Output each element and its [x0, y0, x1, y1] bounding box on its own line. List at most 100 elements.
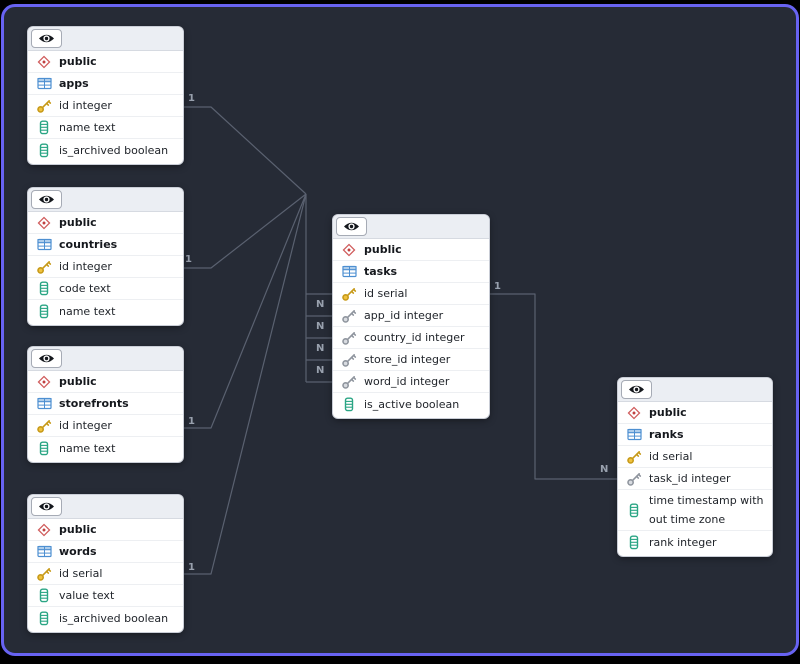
- table-header[interactable]: [333, 215, 489, 239]
- table-card-countries[interactable]: public countries id integer code text name t…: [28, 188, 183, 325]
- schema-row-label: public: [59, 375, 97, 388]
- column-row[interactable]: name text: [28, 437, 183, 459]
- schema-row[interactable]: public: [618, 402, 772, 424]
- eye-icon: [343, 221, 360, 232]
- column-row[interactable]: store_id integer: [333, 349, 489, 371]
- foreign-key-icon: [341, 374, 357, 390]
- column-row[interactable]: is_archived boolean: [28, 607, 183, 629]
- table-grid-icon: [36, 238, 52, 251]
- column-row[interactable]: id serial: [333, 283, 489, 305]
- column-row-label: id serial: [649, 450, 693, 463]
- table-grid-icon: [36, 77, 52, 90]
- column-row-label: name text: [59, 441, 116, 455]
- schema-diamond-icon: [341, 243, 357, 257]
- schema-row[interactable]: public: [28, 51, 183, 73]
- table-name-row[interactable]: apps: [28, 73, 183, 95]
- column-row[interactable]: id integer: [28, 95, 183, 117]
- schema-row-label: public: [59, 523, 97, 536]
- column-row-label: rank integer: [649, 535, 717, 549]
- schema-diamond-icon: [36, 55, 52, 69]
- column-row-label: word_id integer: [364, 375, 450, 388]
- relationship-line-storefronts-tasks[interactable]: [183, 193, 307, 429]
- cardinality-label: N: [316, 321, 325, 332]
- column-row[interactable]: country_id integer: [333, 327, 489, 349]
- table-name-row[interactable]: ranks: [618, 424, 772, 446]
- column-row[interactable]: id serial: [28, 563, 183, 585]
- table-header[interactable]: [28, 27, 183, 51]
- table-header[interactable]: [28, 347, 183, 371]
- relationship-line-words-tasks[interactable]: [183, 193, 307, 575]
- column-row[interactable]: is_archived boolean: [28, 139, 183, 161]
- table-body: public countries id integer code text name t…: [28, 212, 183, 322]
- relationship-line-countries-tasks[interactable]: [183, 193, 307, 269]
- column-row-label: time timestamp without time zone: [649, 494, 764, 526]
- relationship-line-tasks-ranks[interactable]: [489, 293, 617, 480]
- column-row-label: id integer: [59, 260, 112, 273]
- column-icon: [626, 503, 642, 518]
- column-row[interactable]: name text: [28, 300, 183, 322]
- column-row-label: store_id integer: [364, 353, 451, 366]
- table-name-row-label: tasks: [364, 265, 398, 278]
- foreign-key-icon: [341, 352, 357, 368]
- schema-row[interactable]: public: [28, 212, 183, 234]
- eye-icon: [628, 384, 645, 395]
- table-header[interactable]: [28, 495, 183, 519]
- column-row[interactable]: id serial: [618, 446, 772, 468]
- table-header[interactable]: [618, 378, 772, 402]
- column-row-label: name text: [59, 304, 116, 318]
- column-row[interactable]: app_id integer: [333, 305, 489, 327]
- schema-row-label: public: [59, 216, 97, 229]
- primary-key-icon: [36, 259, 52, 275]
- column-row[interactable]: id integer: [28, 256, 183, 278]
- schema-row-label: public: [364, 243, 402, 256]
- schema-diamond-icon: [626, 406, 642, 420]
- relationship-line-apps-tasks[interactable]: [183, 106, 307, 195]
- primary-key-icon: [341, 286, 357, 302]
- table-grid-icon: [626, 428, 642, 441]
- column-icon: [36, 588, 52, 603]
- column-icon: [36, 304, 52, 319]
- column-row[interactable]: word_id integer: [333, 371, 489, 393]
- table-name-row[interactable]: words: [28, 541, 183, 563]
- table-header[interactable]: [28, 188, 183, 212]
- visibility-toggle-button[interactable]: [31, 29, 62, 48]
- foreign-key-icon: [341, 330, 357, 346]
- relationship-ladder-tasks[interactable]: [305, 194, 333, 383]
- eye-icon: [38, 33, 55, 44]
- schema-row[interactable]: public: [28, 519, 183, 541]
- visibility-toggle-button[interactable]: [621, 380, 652, 399]
- table-name-row[interactable]: tasks: [333, 261, 489, 283]
- column-row-label: task_id integer: [649, 472, 731, 485]
- visibility-toggle-button[interactable]: [31, 349, 62, 368]
- cardinality-label: 1: [188, 93, 195, 104]
- column-row[interactable]: name text: [28, 117, 183, 139]
- column-row[interactable]: is_active boolean: [333, 393, 489, 415]
- column-row[interactable]: rank integer: [618, 531, 772, 553]
- table-name-row-label: countries: [59, 238, 118, 251]
- table-name-row[interactable]: storefronts: [28, 393, 183, 415]
- table-name-row[interactable]: countries: [28, 234, 183, 256]
- visibility-toggle-button[interactable]: [336, 217, 367, 236]
- visibility-toggle-button[interactable]: [31, 497, 62, 516]
- cardinality-label: 1: [494, 281, 501, 292]
- schema-row[interactable]: public: [28, 371, 183, 393]
- schema-diamond-icon: [36, 216, 52, 230]
- schema-row[interactable]: public: [333, 239, 489, 261]
- column-row[interactable]: task_id integer: [618, 468, 772, 490]
- column-row-label: id integer: [59, 99, 112, 112]
- column-row[interactable]: id integer: [28, 415, 183, 437]
- column-row[interactable]: code text: [28, 278, 183, 300]
- column-row-label: is_archived boolean: [59, 143, 169, 157]
- eye-icon: [38, 353, 55, 364]
- table-name-row-label: words: [59, 545, 97, 558]
- column-row[interactable]: value text: [28, 585, 183, 607]
- column-row[interactable]: time timestamp without time zone: [618, 490, 772, 531]
- visibility-toggle-button[interactable]: [31, 190, 62, 209]
